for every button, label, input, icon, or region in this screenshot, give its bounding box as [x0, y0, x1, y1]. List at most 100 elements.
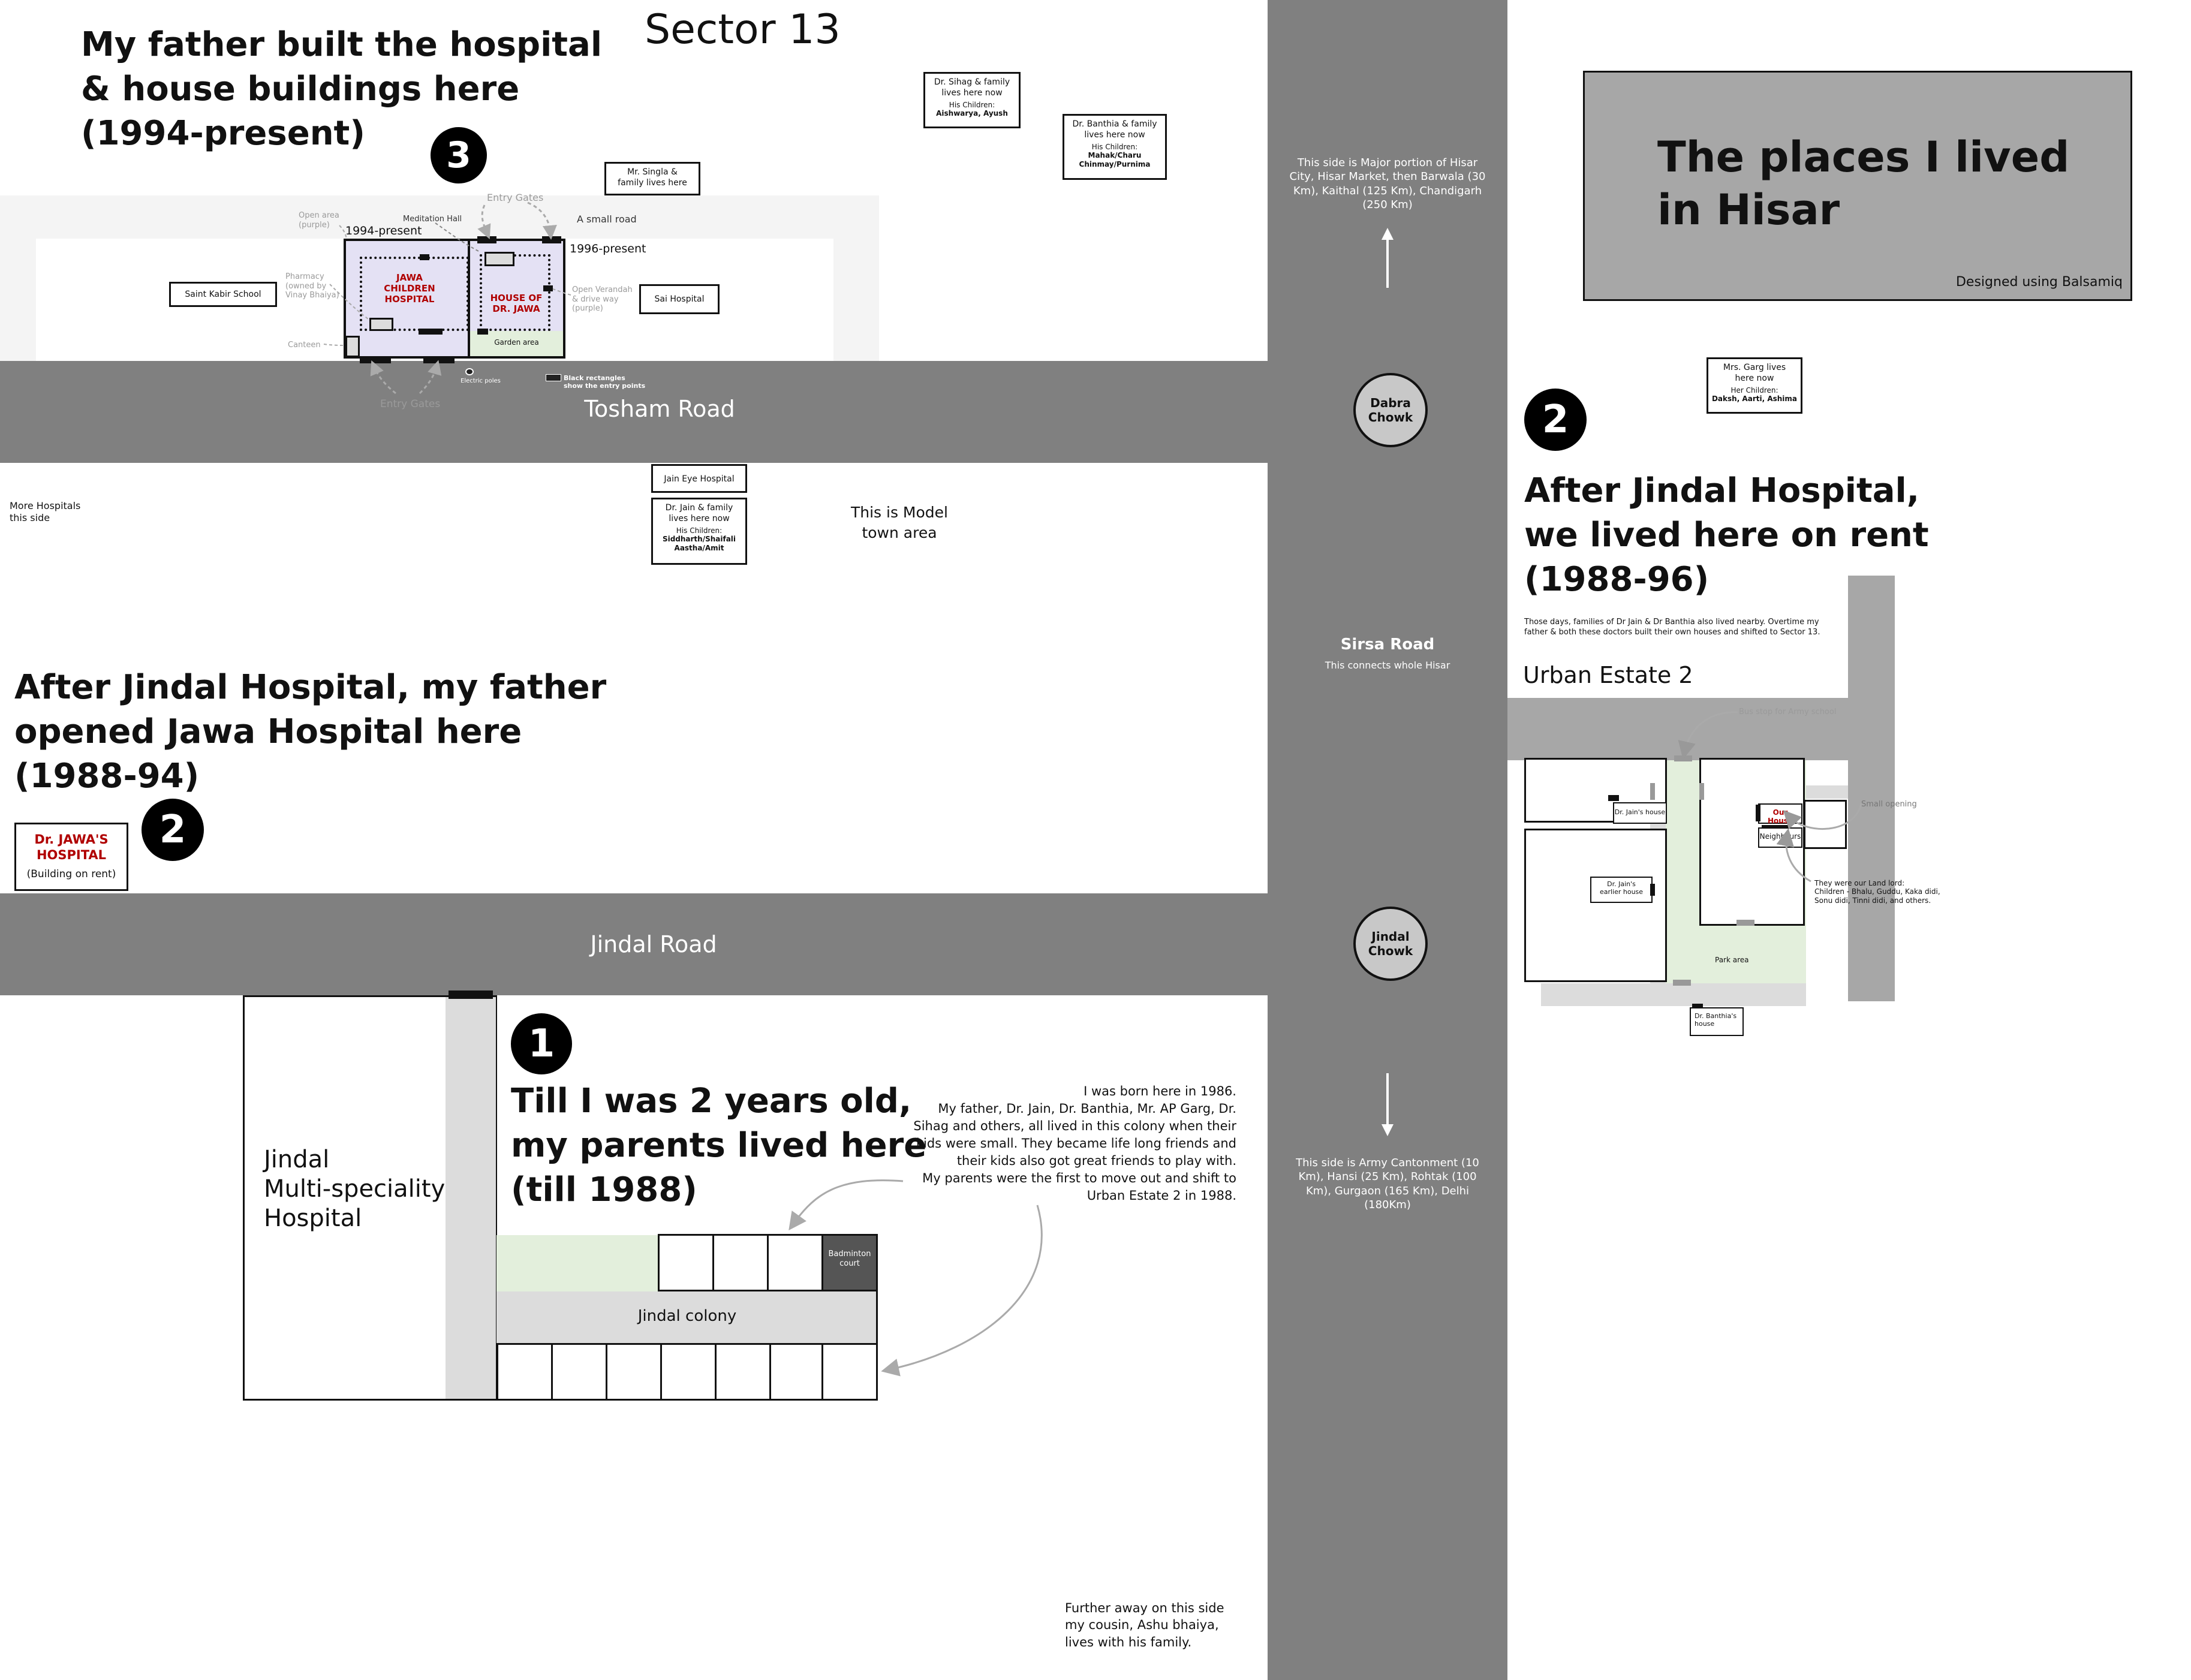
corner-block — [1804, 800, 1847, 849]
jindal-heading: Till I was 2 years old, my parents lived… — [511, 1082, 927, 1209]
banthia-entry-point — [1692, 1004, 1703, 1008]
up-arrow-head — [1382, 228, 1394, 240]
dr-jawa-house-building — [480, 254, 550, 331]
dabra-chowk: Dabra Chowk — [1353, 373, 1428, 447]
sai-hospital: Sai Hospital — [639, 284, 720, 314]
jain-family: Dr. Jain & family lives here now His Chi… — [651, 498, 747, 565]
urban-gate — [1650, 783, 1655, 800]
colony-house — [606, 1343, 662, 1401]
canteen-box — [345, 336, 360, 357]
top-direction-note: This side is Major portion of Hisar City… — [1289, 156, 1486, 212]
pharmacy-box — [369, 318, 393, 331]
sirsa-road-sub: This connects whole Hisar — [1325, 660, 1450, 671]
jindal-hospital-label: Jindal Multi-speciality Hospital — [264, 1146, 446, 1232]
urban-bottom-lane — [1541, 983, 1806, 1006]
entry-gates-top-label: Entry Gates — [487, 192, 544, 203]
urban-gate — [1736, 920, 1754, 926]
jain-eye-hospital: Jain Eye Hospital — [651, 464, 747, 493]
colony-house — [821, 1343, 878, 1401]
colony-house — [551, 1343, 607, 1401]
banthia-line: Dr. Banthia & family lives here now — [1072, 119, 1157, 140]
title-card-credit: Designed using Balsamiq — [1955, 275, 2123, 290]
banthia-house: Dr. Banthia's house — [1690, 1007, 1744, 1036]
urban-entry-point — [1762, 825, 1788, 829]
jindal-side-lane — [446, 997, 496, 1399]
entry-point — [543, 285, 553, 291]
jindal-number: 1 — [511, 1013, 572, 1074]
canteen-label: Canteen — [288, 341, 321, 350]
urban-heading: After Jindal Hospital, we lived here on … — [1524, 471, 1929, 599]
jawa-hospital-number: 2 — [142, 799, 204, 861]
down-arrow-head — [1382, 1124, 1394, 1136]
entry-gates-bottom-label: Entry Gates — [380, 398, 441, 410]
jindal-green-strip — [496, 1235, 658, 1293]
year-1994-label: 1994-present — [345, 224, 422, 237]
meditation-hall-box — [484, 252, 514, 266]
jindal-chowk: Jindal Chowk — [1353, 907, 1428, 981]
saint-kabir-school: Saint Kabir School — [169, 282, 277, 307]
jain-children: Siddharth/Shaifali Aastha/Amit — [662, 535, 736, 552]
jindal-road — [0, 893, 1268, 995]
cousin-note: Further away on this side my cousin, Ash… — [1065, 1601, 1224, 1649]
story-arrows — [788, 1179, 1043, 1377]
jain-earlier-house: Dr. Jain's earlier house — [1590, 877, 1653, 903]
dr-jawas-hospital-name: Dr. JAWA'S HOSPITAL — [34, 832, 109, 863]
sihag-family: Dr. Sihag & family lives here now His Ch… — [923, 72, 1021, 128]
jindal-entry-point — [449, 990, 493, 999]
garg-children: Daksh, Aarti, Ashima — [1711, 395, 1798, 404]
sihag-children: Aishwarya, Ayush — [936, 109, 1008, 118]
colony-house — [496, 1343, 553, 1401]
sihag-line: Dr. Sihag & family lives here now — [934, 77, 1010, 98]
badminton-court-label: Badminton court — [828, 1250, 871, 1268]
urban-main-road — [1507, 698, 1848, 760]
urban-gate — [1673, 980, 1691, 986]
jain-house: Dr. Jain's house — [1613, 802, 1667, 824]
small-road-label: A small road — [577, 213, 637, 225]
entry-point — [477, 329, 488, 335]
jindal-road-label: Jindal Road — [590, 931, 717, 958]
small-opening-label: Small opening — [1861, 800, 1917, 809]
jawa-children-hospital-label: JAWA CHILDREN HOSPITAL — [384, 272, 435, 305]
meditation-hall-label: Meditation Hall — [403, 215, 462, 224]
dr-jawas-hospital: Dr. JAWA'S HOSPITAL (Building on rent) — [14, 823, 128, 891]
jindal-story: I was born here in 1986. My father, Dr. … — [913, 1084, 1236, 1203]
entry-point — [419, 329, 443, 335]
electric-poles-label: Electric poles — [461, 378, 501, 384]
pharmacy-label: Pharmacy (owned by Vinay Bhaiya) — [285, 272, 339, 300]
colony-house — [767, 1234, 823, 1291]
park-label: Park area — [1715, 956, 1749, 964]
entry-legend-icon — [546, 374, 561, 381]
title-card — [1583, 71, 2132, 301]
jain-earlier-block — [1524, 829, 1667, 982]
garg-family: Mrs. Garg lives here now Her Children: D… — [1707, 357, 1802, 414]
jain-children-label: His Children: — [676, 526, 723, 535]
sector-title: Sector 13 — [645, 6, 841, 53]
urban-entry-point — [1650, 884, 1655, 896]
more-hospitals-note: More Hospitals this side — [10, 500, 81, 523]
electric-pole-icon — [465, 368, 474, 375]
title-card-title: The places I lived in Hisar — [1657, 133, 2070, 235]
jain-house-block — [1524, 758, 1667, 823]
jawa-hospital-heading: After Jindal Hospital, my father opened … — [14, 668, 607, 796]
colony-house — [658, 1234, 714, 1291]
sihag-children-label: His Children: — [949, 101, 995, 109]
garden-label: Garden area — [494, 338, 539, 347]
house-of-dr-jawa-label: HOUSE OF DR. JAWA — [490, 293, 543, 314]
model-town-note: This is Model town area — [850, 504, 948, 541]
garg-line: Mrs. Garg lives here now — [1723, 363, 1786, 383]
dr-jawas-hospital-sub: (Building on rent) — [26, 868, 116, 880]
sirsa-road-label: Sirsa Road — [1340, 636, 1435, 654]
landlord-note: They were our Land lord: Children - Bhal… — [1814, 879, 1940, 905]
open-area-label: Open area (purple) — [299, 211, 339, 230]
urban-arrows — [1678, 711, 1862, 883]
jain-line: Dr. Jain & family lives here now — [665, 503, 733, 523]
bottom-direction-note: This side is Army Cantonment (10 Km), Ha… — [1296, 1157, 1479, 1212]
open-verandah-label: Open Verandah & drive way (purple) — [572, 285, 633, 314]
garden-area — [470, 331, 563, 356]
urban-number: 2 — [1524, 389, 1587, 451]
direction-arrows — [1382, 228, 1394, 1136]
urban-title: Urban Estate 2 — [1523, 662, 1693, 688]
banthia-children: Mahak/Charu Chinmay/Purnima — [1079, 151, 1151, 168]
tosham-road — [0, 361, 1268, 463]
year-1996-label: 1996-present — [570, 242, 646, 255]
